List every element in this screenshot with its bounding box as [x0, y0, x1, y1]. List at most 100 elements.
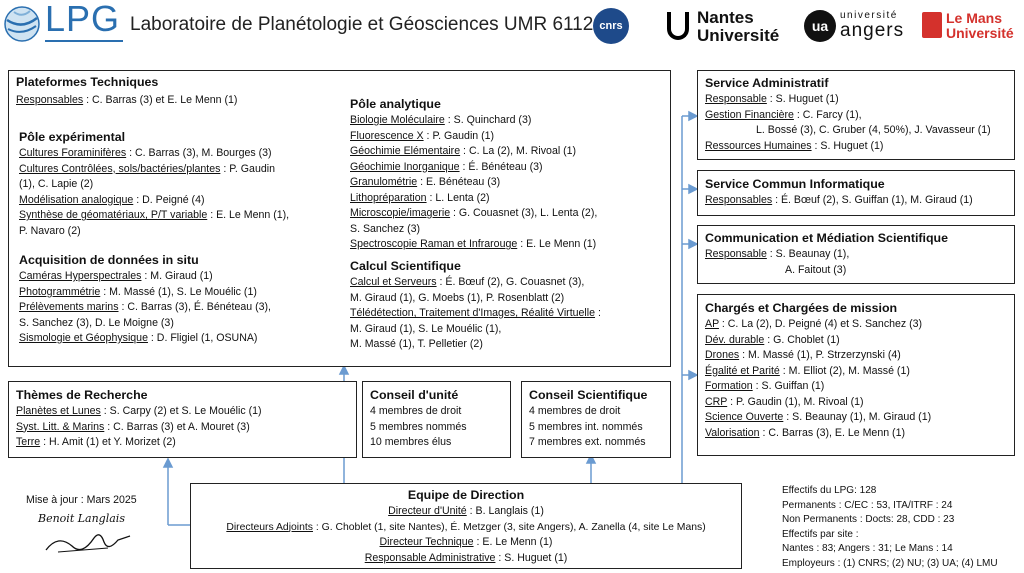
list-item: Fluorescence X : P. Gaudin (1) [350, 129, 495, 142]
list-item: Gestion Financière : C. Farcy (1), [705, 108, 862, 121]
list-item: Responsables : É. Bœuf (2), S. Guiffan (… [705, 194, 973, 206]
acquisition-in-situ: Acquisition de données in situ Caméras H… [19, 251, 271, 347]
list-item: S. Sanchez (3), D. Le Moigne (3) [19, 316, 174, 329]
list-item: Biologie Moléculaire : S. Quinchard (3) [350, 114, 532, 126]
list-item: Calcul et Serveurs : É. Bœuf (2), G. Cou… [350, 276, 585, 288]
list-item: Caméras Hyperspectrales : M. Giraud (1) [19, 270, 213, 282]
effectifs-line: Effectifs par site : [782, 528, 859, 540]
list-item: Responsable : S. Beaunay (1), [705, 248, 850, 260]
update-date: Mise à jour : Mars 2025 [26, 494, 137, 506]
list-item: Synthèse de géomatériaux, P/T variable :… [19, 209, 290, 221]
list-item: Responsable : S. Huguet (1) [705, 93, 839, 105]
list-item: CRP : P. Gaudin (1), M. Rivoal (1) [705, 395, 864, 408]
conseil-scientifique-title: Conseil Scientifique [529, 388, 648, 402]
nantes-name: Nantes [697, 8, 754, 27]
nantes-mark-icon [667, 12, 689, 40]
effectifs-line: Effectifs du LPG: 128 [782, 485, 877, 496]
list-item: A. Faitout (3) [785, 263, 847, 276]
list-item: Valorisation : C. Barras (3), E. Le Menn… [705, 426, 905, 439]
list-item: Drones : M. Massé (1), P. Strzerzynski (… [705, 349, 901, 361]
list-item: Microscopie/imagerie : G. Couasnet (3), … [350, 207, 598, 219]
list-item: Dév. durable : G. Choblet (1) [705, 333, 840, 346]
list-item: Science Ouverte : S. Beaunay (1), M. Gir… [705, 411, 932, 423]
list-item: 10 membres élus [370, 436, 452, 448]
conseil-unite-content: Conseil d'unité 4 membres de droit 5 mem… [370, 386, 467, 451]
list-item: L. Bossé (3), C. Gruber (4, 50%), J. Vav… [756, 124, 991, 136]
ua-mark-icon: ua [804, 10, 836, 42]
conseil-unite-title: Conseil d'unité [370, 388, 459, 402]
conseil-unite-box [362, 381, 511, 458]
effectifs-line: Employeurs : (1) CNRS; (2) NU; (3) UA; (… [782, 557, 998, 569]
list-item: Terre : H. Amit (1) et Y. Morizet (2) [16, 436, 176, 448]
list-item: M. Giraud (1), G. Moebs (1), P. Rosenbla… [350, 291, 565, 304]
list-item: (1), C. Lapie (2) [19, 178, 94, 190]
angers-universite: université [840, 10, 898, 21]
communication-title: Communication et Médiation Scientifique [705, 231, 949, 245]
section-title: Pôle analytique [350, 97, 441, 111]
le-mans-university: Université [946, 25, 1014, 41]
effectifs: Effectifs du LPG: 128 Permanents : C/EC … [782, 484, 998, 571]
nantes-university: Université [697, 26, 780, 45]
item-label: Responsables [16, 94, 84, 106]
list-item: 4 membres de droit [370, 405, 462, 417]
globe-icon [4, 6, 40, 42]
section-title: Pôle expérimental [19, 130, 126, 144]
list-item: Directeurs Adjoints : G. Choblet (1, sit… [226, 521, 706, 533]
service-info-box [697, 170, 1015, 216]
themes-title: Thèmes de Recherche [16, 388, 148, 402]
charges-content: Chargés et Chargées de mission AP : C. L… [705, 299, 931, 441]
cnrs-logo: cnrs [593, 8, 629, 44]
angers-name: angers [840, 20, 905, 41]
cnrs-logo-text: cnrs [599, 20, 623, 32]
list-item: Granulométrie : E. Bénéteau (3) [350, 176, 501, 188]
list-item: Photogrammétrie : M. Massé (1), S. Le Mo… [19, 285, 257, 298]
communication-content: Communication et Médiation Scientifique … [705, 229, 948, 278]
page-title: Laboratoire de Planétologie et Géoscienc… [130, 14, 594, 35]
list-item: Syst. Litt. & Marins : C. Barras (3) et … [16, 420, 250, 433]
list-item: S. Sanchez (3) [350, 222, 421, 235]
list-item: Responsable Administrative : S. Huguet (… [364, 551, 568, 564]
lpg-logo [2, 4, 42, 44]
charges-box [697, 294, 1015, 456]
item-value: : C. Barras (3) et E. Le Menn (1) [83, 94, 238, 106]
logo-text: LPG [45, 0, 121, 39]
calcul-scientifique: Calcul Scientifique Calcul et Serveurs :… [350, 257, 601, 353]
service-admin-content: Service Administratif Responsable : S. H… [705, 74, 991, 154]
signature: Benoit Langlais [38, 512, 148, 560]
list-item: Directeur d'Unité : B. Langlais (1) [388, 505, 544, 517]
list-item: Cultures Foraminifères : C. Barras (3), … [19, 147, 272, 159]
list-item: Modélisation analogique : D. Peigné (4) [19, 193, 205, 206]
signature-text: Benoit Langlais [38, 512, 125, 525]
effectifs-line: Non Permanents : Docts: 28, CDD : 23 [782, 514, 955, 525]
effectifs-line: Nantes : 83; Angers : 31; Le Mans : 14 [782, 543, 953, 554]
service-admin-title: Service Administratif [705, 76, 829, 90]
list-item: Directeur Technique : E. Le Menn (1) [379, 536, 553, 548]
themes-content: Thèmes de Recherche Planètes et Lunes : … [16, 386, 262, 451]
list-item: Géochimie Elémentaire : C. La (2), M. Ri… [350, 145, 577, 157]
direction-title: Equipe de Direction [407, 488, 525, 502]
list-item: P. Navaro (2) [19, 224, 81, 237]
themes-box [8, 381, 357, 458]
conseil-scientifique-box [521, 381, 671, 458]
effectifs-line: Permanents : C/EC : 53, ITA/ITRF : 24 [782, 499, 953, 511]
signature-scribble [45, 534, 131, 553]
list-item: Planètes et Lunes : S. Carpy (2) et S. L… [16, 405, 262, 417]
conseil-scientifique-content: Conseil Scientifique 4 membres de droit … [529, 386, 647, 451]
charges-title: Chargés et Chargées de mission [705, 301, 898, 315]
direction-content: Equipe de Direction Directeur d'Unité : … [190, 486, 742, 566]
list-item: Spectroscopie Raman et Infrarouge : E. L… [350, 238, 597, 250]
list-item: 5 membres nommés [370, 420, 467, 433]
service-info-content: Service Commun Informatique Responsables… [705, 175, 973, 209]
list-item: Prélèvements marins : C. Barras (3), É. … [19, 301, 271, 313]
list-item: Géochimie Inorganique : É. Bénéteau (3) [350, 160, 543, 173]
pole-analytique: Pôle analytique Biologie Moléculaire : S… [350, 95, 597, 253]
list-item: Lithopréparation : L. Lenta (2) [350, 191, 490, 204]
pole-experimental: Pôle expérimental Cultures Foraminifères… [19, 128, 289, 239]
plateformes-title: Plateformes Techniques [16, 75, 159, 89]
direction-box [190, 483, 742, 569]
list-item: Sismologie et Géophysique : D. Fligiel (… [19, 332, 258, 344]
list-item: Télédétection, Traitement d'Images, Réal… [350, 307, 601, 319]
le-mans-name: Le Mans [946, 10, 1003, 26]
list-item: 5 membres int. nommés [529, 420, 643, 433]
communication-box [697, 225, 1015, 284]
